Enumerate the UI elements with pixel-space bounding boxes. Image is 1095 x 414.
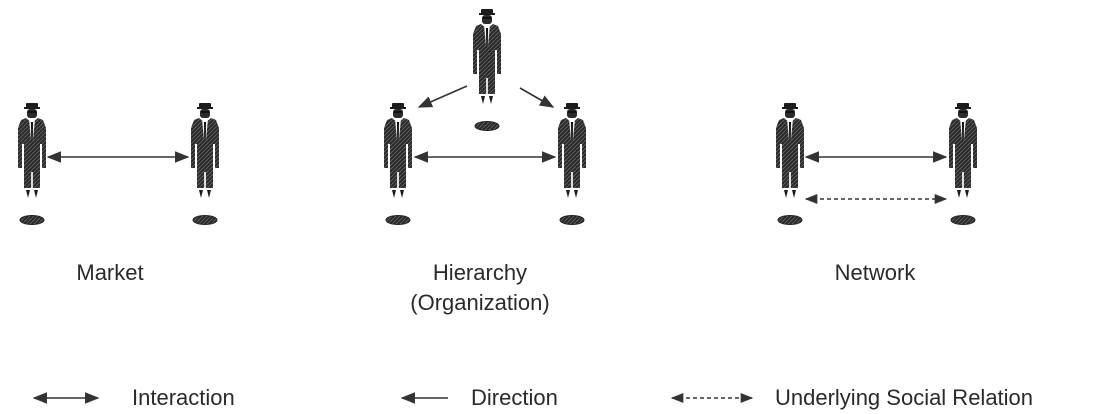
- market-person-left: [17, 102, 47, 225]
- hierarchy-sublabel: (Organization): [410, 290, 550, 315]
- network-person-right: [948, 102, 978, 225]
- market-label: Market: [76, 260, 144, 285]
- network-label: Network: [834, 260, 916, 285]
- hierarchy-person-left: [383, 102, 413, 225]
- hierarchy-person-top: [472, 8, 502, 131]
- hierarchy-direction-arrow-right: [519, 87, 555, 108]
- legend-interaction-label: Interaction: [132, 385, 235, 410]
- market-person-right: [190, 102, 220, 225]
- hierarchy-label: Hierarchy: [432, 260, 528, 285]
- hierarchy-direction-arrow-left: [417, 85, 468, 108]
- legend-direction-label: Direction: [471, 385, 558, 410]
- hierarchy-person-right: [557, 102, 587, 225]
- network-person-left: [775, 102, 805, 225]
- legend-social-relation-label: Underlying Social Relation: [775, 385, 1034, 410]
